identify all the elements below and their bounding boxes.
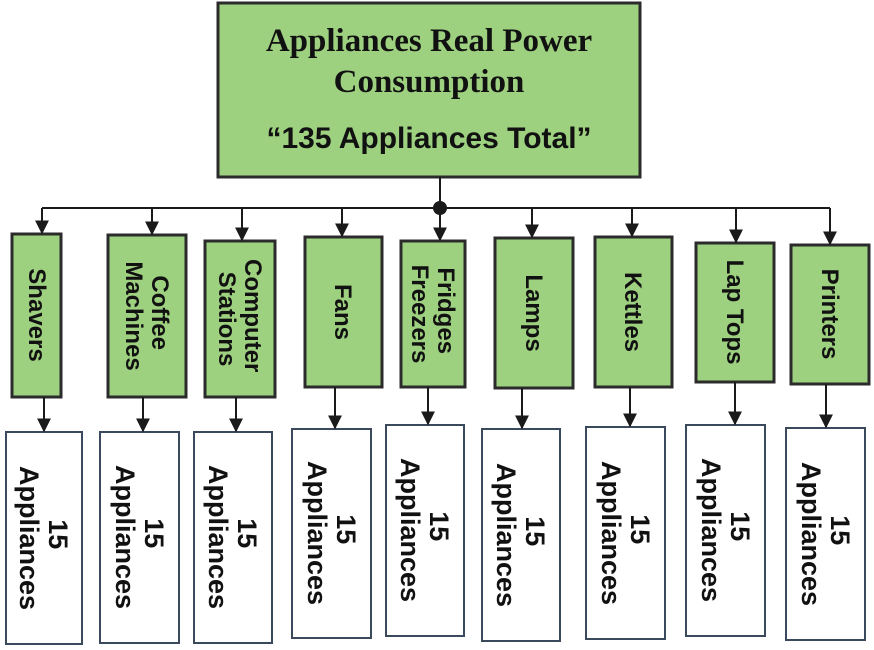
category-label-line: Stations [214,272,241,367]
category-box [106,233,188,399]
category-label-line: Fridges [433,267,460,354]
count-box [193,431,273,644]
count-value: 15 [331,514,361,544]
connector-lines [42,177,830,215]
category-node-kettles: Kettles [593,235,674,389]
count-node-coffee-machines: 15 Appliances [99,431,180,644]
category-label-line: Printers [817,269,844,360]
count-node-fridges-freezers: 15 Appliances [385,424,465,637]
count-box [99,431,180,644]
category-box [789,243,871,386]
svg-text:15 Appliances: 15 Appliances [302,461,361,605]
category-node-coffee-machines: Coffee Machines [106,233,188,399]
svg-text:15 Appliances: 15 Appliances [110,465,169,609]
category-node-lap-tops: Lap Tops [694,241,776,384]
category-node-computer-stations: Computer Stations [203,239,277,399]
category-box [10,232,63,399]
count-unit: Appliances [14,466,44,610]
category-label-line: Machines [121,261,148,370]
svg-text:Fans: Fans [330,284,357,340]
category-box [694,241,776,384]
count-node-lap-tops: 15 Appliances [685,424,766,637]
category-label-line: Coffee [147,275,174,350]
category-node-printers: Printers [789,243,871,386]
svg-text:Lamps: Lamps [521,274,548,351]
count-value: 15 [139,518,169,548]
count-box [385,424,465,637]
svg-text:Printers: Printers [817,269,844,360]
category-node-fridges-freezers: Fridges Freezers [399,239,467,389]
count-box [291,428,372,639]
category-label-line: Freezers [407,265,434,364]
count-box [785,427,866,641]
count-unit: Appliances [596,461,626,605]
category-label-line: Lap Tops [722,260,749,365]
svg-text:15 Appliances: 15 Appliances [696,458,755,602]
count-node-printers: 15 Appliances [785,427,866,641]
count-unit: Appliances [395,458,425,602]
svg-text:Shavers: Shavers [24,268,51,361]
category-node-fans: Fans [303,235,384,389]
count-box [5,431,83,645]
arrows [35,208,837,433]
root-node: Appliances Real Power Consumption “135 A… [216,1,642,179]
root-box [216,1,642,179]
count-node-lamps: 15 Appliances [481,428,561,642]
category-label-line: Kettles [620,272,647,352]
count-value: 15 [43,519,73,549]
count-box [685,424,766,637]
count-value: 15 [424,511,454,541]
category-label-line: Computer [240,259,267,372]
count-unit: Appliances [302,461,332,605]
svg-text:Kettles: Kettles [620,272,647,352]
count-box [585,426,666,640]
svg-text:Computer Stations: Computer Stations [214,259,267,379]
count-value: 15 [520,516,550,546]
svg-text:15 Appliances: 15 Appliances [395,458,454,602]
svg-text:15 Appliances: 15 Appliances [596,461,655,605]
svg-text:15 Appliances: 15 Appliances [203,465,262,609]
svg-text:15 Appliances: 15 Appliances [491,463,550,607]
category-label-line: Shavers [24,268,51,361]
category-box [399,239,467,389]
category-label-line: Lamps [521,274,548,351]
count-node-computer-stations: 15 Appliances [193,431,273,644]
count-node-fans: 15 Appliances [291,428,372,639]
count-value: 15 [825,515,855,545]
root-title-line-1: Appliances Real Power [266,23,592,59]
count-unit: Appliances [110,465,140,609]
root-title-line-2: Consumption [334,64,525,100]
count-node-kettles: 15 Appliances [585,426,666,640]
svg-text:Fridges Freezers: Fridges Freezers [407,265,460,364]
count-unit: Appliances [203,465,233,609]
count-value: 15 [725,511,755,541]
count-unit: Appliances [491,463,521,607]
svg-text:15 Appliances: 15 Appliances [14,466,73,610]
svg-text:Lap Tops: Lap Tops [722,260,749,365]
count-unit: Appliances [796,462,826,606]
count-box [481,428,561,642]
svg-text:Coffee Machines: Coffee Machines [121,261,174,370]
count-node-shavers: 15 Appliances [5,431,83,645]
category-node-lamps: Lamps [493,236,575,390]
category-box [203,239,277,399]
count-value: 15 [625,514,655,544]
category-node-shavers: Shavers [10,232,63,399]
count-value: 15 [232,518,262,548]
root-subtitle: “135 Appliances Total” [266,122,591,155]
svg-text:15 Appliances: 15 Appliances [796,462,855,606]
category-label-line: Fans [330,284,357,340]
count-unit: Appliances [696,458,726,602]
